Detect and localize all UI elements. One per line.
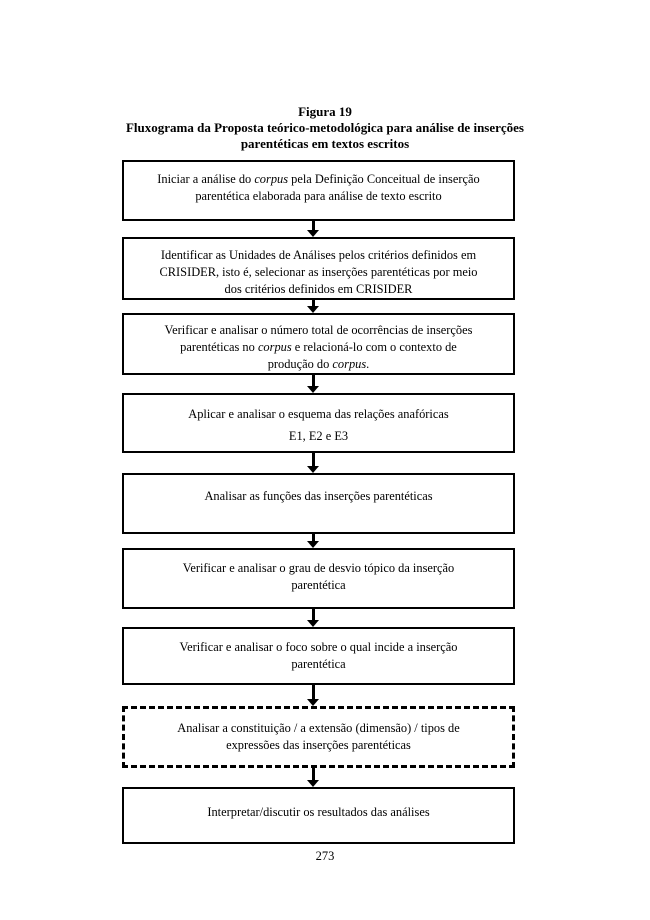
- flow-step-7-text: Verificar e analisar o foco sobre o qual…: [179, 640, 458, 654]
- flow-step-3-text: produção do corpus.: [267, 357, 370, 371]
- figure-title-line-2: parentéticas em textos escritos: [240, 136, 410, 151]
- flow-step-8-text: expressões das inserções parentéticas: [226, 738, 411, 752]
- down-arrow-icon: [306, 299, 320, 313]
- down-arrow-icon: [306, 374, 320, 393]
- flow-step-1: Iniciar a análise do corpus pela Definiç…: [122, 160, 515, 221]
- flow-step-5-text: Analisar as funções das inserções parent…: [204, 489, 433, 503]
- page-number: 273: [315, 849, 335, 863]
- flow-step-2-text: Identificar as Unidades de Análises pelo…: [160, 248, 477, 262]
- flow-step-2-text: dos critérios definidos em CRISIDER: [224, 282, 413, 296]
- flow-step-2-text: CRISIDER, isto é, selecionar as inserçõe…: [159, 265, 478, 279]
- figure-label: Figura 19: [298, 104, 352, 119]
- flow-step-6-text: parentética: [291, 578, 346, 592]
- down-arrow-icon: [306, 452, 320, 473]
- flow-step-4-text: Aplicar e analisar o esquema das relaçõe…: [188, 407, 449, 421]
- flow-step-4: Aplicar e analisar o esquema das relaçõe…: [122, 393, 515, 453]
- flow-step-4-text: E1, E2 e E3: [288, 429, 349, 443]
- figure-title-line-1: Fluxograma da Proposta teórico-metodológ…: [125, 120, 524, 135]
- figure-caption: Figura 19 Fluxograma da Proposta teórico…: [0, 104, 650, 152]
- flow-step-2: Identificar as Unidades de Análises pelo…: [122, 237, 515, 300]
- flow-step-6: Verificar e analisar o grau de desvio tó…: [122, 548, 515, 609]
- flow-step-9-text: Interpretar/discutir os resultados das a…: [207, 805, 430, 819]
- down-arrow-icon: [306, 220, 320, 237]
- flow-step-3-text: parentéticas no corpus e relacioná-lo co…: [180, 340, 457, 354]
- flow-step-3: Verificar e analisar o número total de o…: [122, 313, 515, 375]
- flow-step-1-text: Iniciar a análise do corpus pela Definiç…: [157, 172, 480, 186]
- flow-step-7-text: parentética: [291, 657, 346, 671]
- flow-step-9: Interpretar/discutir os resultados das a…: [122, 787, 515, 844]
- flow-step-1-text: parentética elaborada para análise de te…: [195, 189, 442, 203]
- down-arrow-icon: [306, 767, 320, 787]
- down-arrow-icon: [306, 608, 320, 627]
- down-arrow-icon: [306, 533, 320, 548]
- flow-step-7: Verificar e analisar o foco sobre o qual…: [122, 627, 515, 685]
- flow-step-8: Analisar a constituição / a extensão (di…: [122, 706, 515, 768]
- flow-step-6-text: Verificar e analisar o grau de desvio tó…: [182, 561, 455, 575]
- flow-step-3-text: Verificar e analisar o número total de o…: [164, 323, 473, 337]
- flow-step-8-text: Analisar a constituição / a extensão (di…: [177, 721, 460, 735]
- down-arrow-icon: [306, 684, 320, 706]
- flow-step-5: Analisar as funções das inserções parent…: [122, 473, 515, 534]
